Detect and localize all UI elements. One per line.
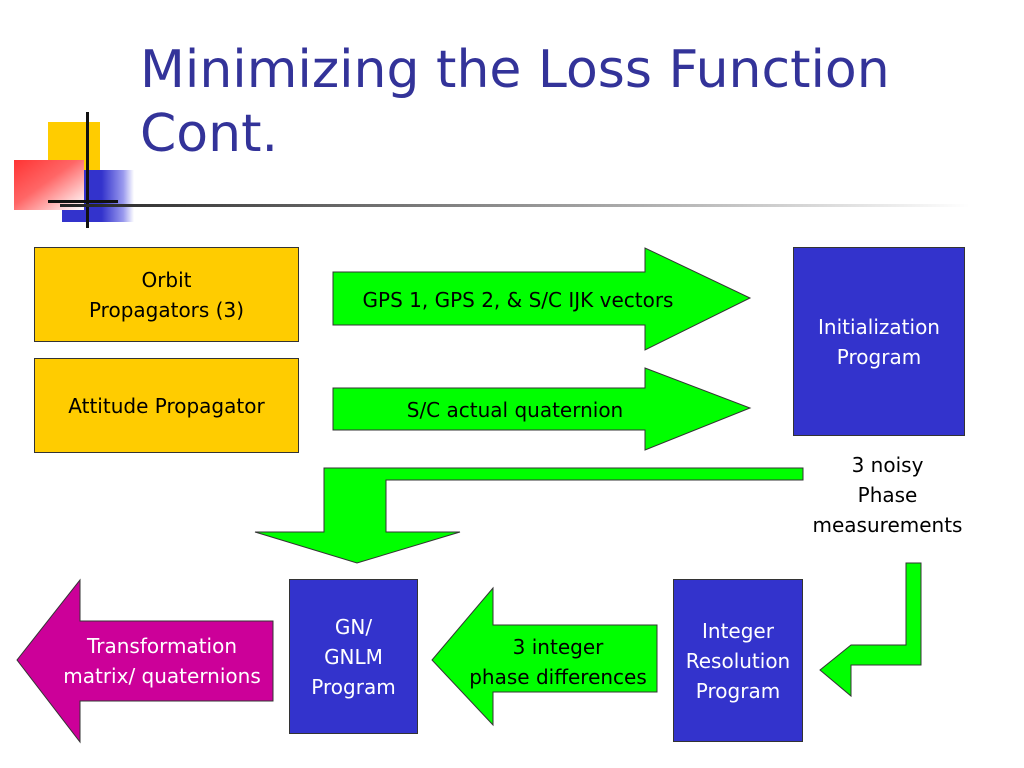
- gps-vectors-arrow: [332, 247, 752, 351]
- output-label: Transformation matrix/ quaternions: [63, 634, 261, 688]
- attitude-propagator-box: Attitude Propagator: [34, 358, 299, 453]
- noisy-phase-label: 3 noisy Phase measurements: [812, 453, 963, 537]
- actual-quaternion-label: S/C actual quaternion: [406, 398, 624, 422]
- initialization-program-label: Initialization Program: [818, 314, 940, 369]
- orbit-propagators-box: Orbit Propagators (3): [34, 247, 299, 342]
- initialization-program-box: Initialization Program: [793, 247, 965, 436]
- phase-differences-arrow: [431, 586, 658, 727]
- phase-measurements-bend-arrow: [819, 562, 922, 698]
- decorative-horizontal-line: [48, 200, 118, 203]
- decorative-vertical-line: [86, 112, 89, 228]
- title-line-1: Minimizing the Loss Function: [140, 40, 890, 100]
- gps-vectors-label: GPS 1, GPS 2, & S/C IJK vectors: [362, 288, 674, 312]
- gn-gnlm-program-box: GN/ GNLM Program: [289, 579, 418, 734]
- orbit-propagators-label: Orbit Propagators (3): [88, 267, 245, 322]
- title-line-2: Cont.: [140, 104, 278, 164]
- integer-resolution-program-label: Integer Resolution Program: [685, 618, 791, 703]
- attitude-propagator-label: Attitude Propagator: [68, 393, 265, 418]
- title-underline: [60, 204, 970, 207]
- gn-gnlm-program-label: GN/ GNLM Program: [311, 614, 396, 699]
- phase-to-gn-arrow: [254, 467, 804, 564]
- actual-quaternion-arrow: [332, 367, 752, 451]
- output-arrow: [16, 578, 274, 744]
- slide-title: Minimizing the Loss Function Cont.: [140, 38, 1000, 166]
- integer-resolution-program-box: Integer Resolution Program: [673, 579, 803, 742]
- phase-differences-label: 3 integer phase differences: [469, 635, 647, 689]
